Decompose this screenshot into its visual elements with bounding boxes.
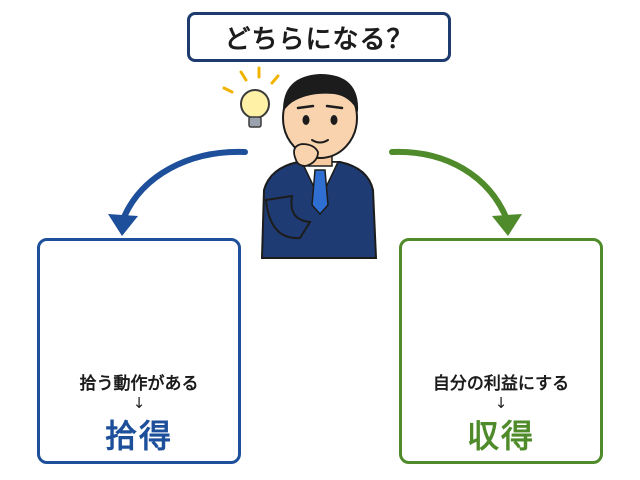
left-result: 拾得 [104,417,173,455]
question-title: どちらになる？ [187,12,451,62]
right-result: 収得 [466,417,535,455]
lightbulb-icon [222,66,280,128]
businessman-thinking [260,74,378,259]
right-description: 自分の利益にする [432,374,570,394]
right-down-arrow: ↓ [494,394,508,412]
option-panel-left: 拾う動作がある ↓ 拾得 [37,238,241,464]
left-down-arrow: ↓ [132,394,146,412]
option-panel-right: 自分の利益にする ↓ 収得 [399,238,603,464]
right-branch-arrow [389,148,522,236]
left-branch-arrow [108,148,248,236]
left-description: 拾う動作がある [79,374,199,394]
